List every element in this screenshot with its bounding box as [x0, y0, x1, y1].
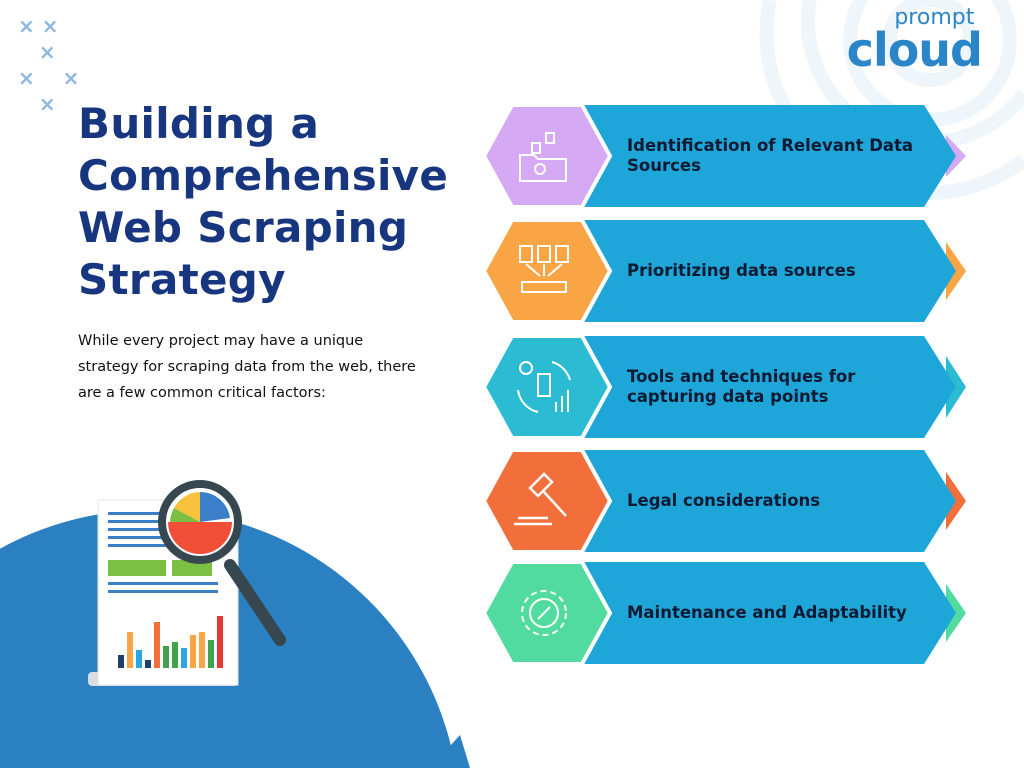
step-label: Identification of Relevant Data Sources [627, 136, 914, 175]
gavel-icon [512, 470, 576, 532]
report-magnifier-illustration [88, 480, 286, 686]
promptcloud-logo: prompt cloud [846, 5, 983, 77]
step-label: Legal considerations [627, 491, 821, 510]
step-legal: Legal considerations [484, 450, 974, 552]
data-tools-icon [512, 356, 576, 418]
gear-wrench-icon [512, 582, 576, 644]
page-title: Building a Comprehensive Web Scraping St… [78, 99, 449, 304]
step-label: Maintenance and Adaptability [627, 603, 907, 622]
step-prioritizing: Prioritizing data sources [484, 220, 974, 322]
logo-text-top: prompt [894, 5, 975, 30]
documents-inbox-icon [512, 240, 576, 302]
step-maintenance: Maintenance and Adaptability [484, 562, 974, 664]
cross-pattern-decoration: × × ×× × × [18, 14, 80, 116]
step-label: Prioritizing data sources [627, 261, 856, 280]
description: While every project may have a unique st… [78, 333, 416, 401]
step-label: Tools and techniques for capturing data … [627, 367, 856, 406]
logo-text-bottom: cloud [846, 23, 983, 77]
folder-documents-icon [512, 125, 576, 187]
step-identification: Identification of Relevant Data Sources [484, 105, 974, 207]
step-tools: Tools and techniques for capturing data … [484, 336, 974, 438]
